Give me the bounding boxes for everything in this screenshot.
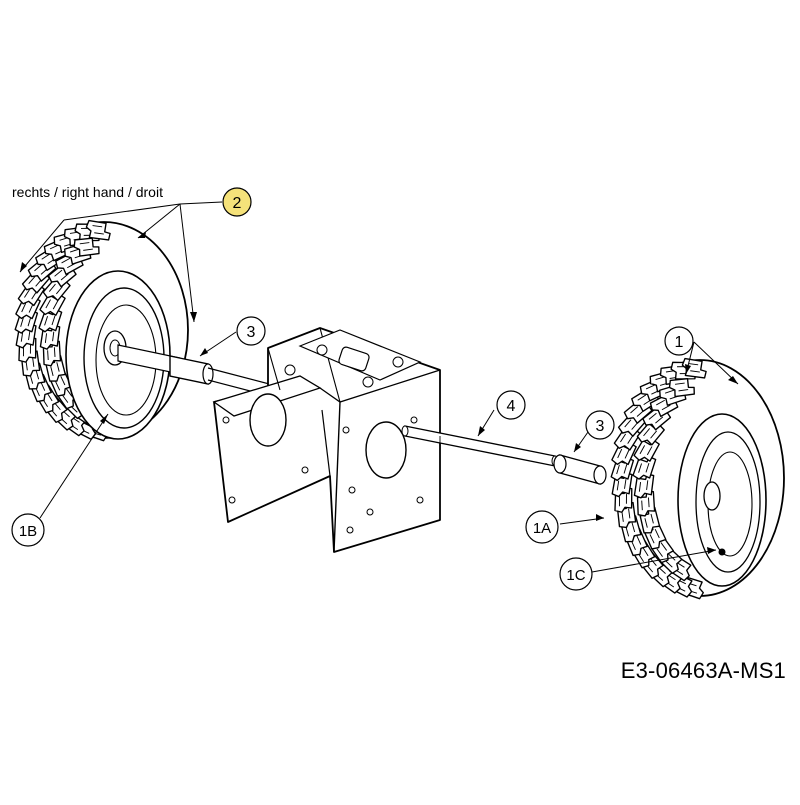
left-spacer-bushing — [117, 344, 301, 405]
axle-bracket — [212, 327, 441, 553]
valve-stem-icon — [718, 548, 726, 556]
callout-4: 4 — [496, 390, 526, 420]
right-spacer-bushing — [553, 454, 607, 485]
right-hand-wheel-assembly — [14, 218, 189, 442]
svg-text:1B: 1B — [19, 523, 37, 540]
left-hand-wheel-assembly — [610, 356, 785, 600]
side-label: rechts / right hand / droit — [12, 184, 163, 200]
right-hub — [703, 481, 721, 511]
callout-1: 1 — [664, 326, 694, 356]
callout-1A: 1A — [525, 510, 559, 544]
leader-arrowheads — [20, 232, 738, 554]
callout-balloons: 2 3 1 4 3 1A 1 — [11, 187, 694, 591]
svg-text:1: 1 — [675, 334, 684, 351]
callout-2: 2 — [222, 187, 252, 217]
svg-text:1C: 1C — [566, 567, 585, 584]
svg-text:3: 3 — [596, 418, 605, 435]
callout-1C: 1C — [559, 557, 593, 591]
drawing-code: E3-06463A-MS1 — [620, 658, 786, 683]
callout-1B: 1B — [11, 513, 45, 547]
callout-3-right: 3 — [585, 410, 615, 440]
svg-text:2: 2 — [233, 195, 242, 212]
svg-text:4: 4 — [507, 398, 516, 415]
callout-3-left: 3 — [236, 316, 266, 346]
svg-text:3: 3 — [247, 324, 256, 341]
svg-text:1A: 1A — [533, 520, 551, 537]
